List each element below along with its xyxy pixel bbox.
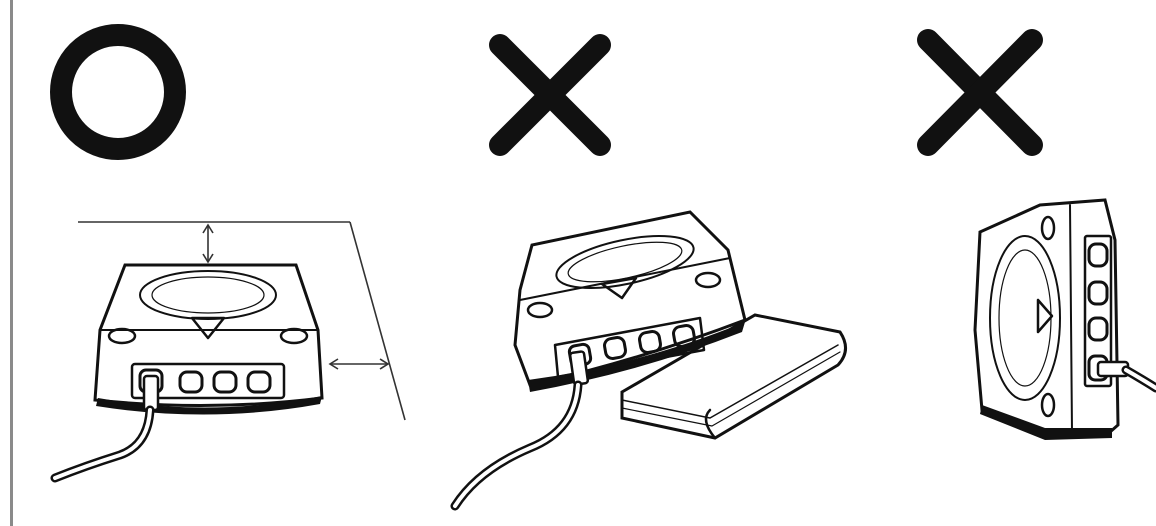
incorrect-cross-mark-1: [500, 45, 600, 145]
cable-2: [455, 385, 578, 506]
panel-on-book: [455, 45, 846, 506]
panel-on-side: [928, 40, 1156, 440]
correct-circle-mark: [61, 35, 175, 149]
console-on-side: [975, 200, 1128, 440]
incorrect-cross-mark-2: [928, 40, 1032, 145]
console-upright: [95, 265, 322, 415]
panel-correct: [55, 35, 405, 478]
